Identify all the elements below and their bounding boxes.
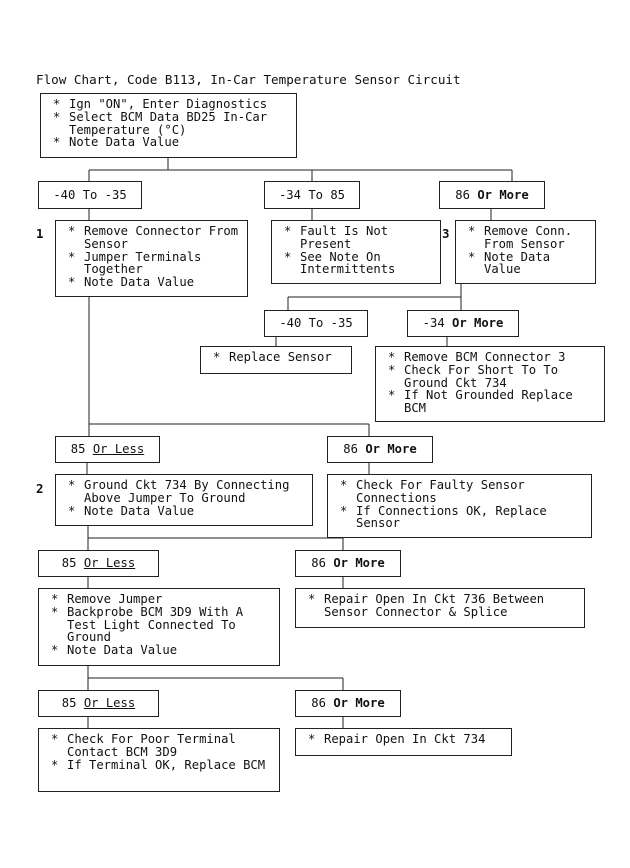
open-736-item: Repair Open In Ckt 736 Between Sensor Co…	[324, 592, 545, 619]
no-fault-item-1: Fault Is Not Present	[300, 224, 389, 251]
replace-sensor-box: *Replace Sensor	[200, 346, 352, 374]
bcm-short-item-2: Check For Short To To Ground Ckt 734	[404, 362, 559, 390]
poor-contact-item-1: Check For Poor Terminal Contact BCM 3D9	[67, 732, 236, 759]
chart-title: Flow Chart, Code B113, In-Car Temperatur…	[36, 72, 461, 87]
range-word: Or More	[333, 696, 385, 711]
step-number-3: 3	[442, 226, 450, 241]
range-num: 86	[455, 187, 470, 202]
range-label: -34 To 85	[278, 187, 346, 202]
repair-open-736-box: *Repair Open In Ckt 736 Between Sensor C…	[295, 588, 585, 628]
jumper-item-2: Backprobe BCM 3D9 With A Test Light Conn…	[67, 604, 244, 645]
step-number-1: 1	[36, 226, 44, 241]
step2-item-2: Note Data Value	[84, 503, 195, 518]
range-word: Or Less	[83, 696, 136, 711]
start-step-3: Note Data Value	[69, 135, 180, 150]
replace-sensor-item: Replace Sensor	[229, 350, 332, 364]
range-num: -34	[422, 316, 445, 331]
range-word: Or More	[477, 187, 529, 202]
poor-contact-item-2: If Terminal OK, Replace BCM	[67, 757, 266, 772]
no-fault-box: *Fault Is Not Present *See Note On Inter…	[271, 220, 441, 284]
bcm-short-box: *Remove BCM Connector 3 *Check For Short…	[375, 346, 605, 422]
poor-contact-box: *Check For Poor Terminal Contact BCM 3D9…	[38, 728, 280, 792]
faulty-conn-item-1: Check For Faulty Sensor Connections	[356, 478, 525, 505]
range-label: -40 To -35	[53, 187, 127, 202]
range-85-or-less-3: 85 Or Less	[38, 690, 159, 717]
range-word: Or More	[451, 316, 504, 331]
sub-range-minus40-minus35: -40 To -35	[264, 310, 368, 337]
faulty-connections-box: *Check For Faulty Sensor Connections *If…	[327, 474, 592, 538]
open-734-item: Repair Open In Ckt 734	[324, 732, 486, 746]
range-86-or-more-2: 86 Or More	[295, 550, 401, 577]
step3-item-1: Remove Conn. From Sensor	[484, 224, 573, 251]
start-box: *Ign "ON", Enter Diagnostics *Select BCM…	[40, 93, 297, 158]
remove-jumper-box: *Remove Jumper *Backprobe BCM 3D9 With A…	[38, 588, 280, 666]
range-num: 86	[311, 556, 326, 571]
step3-box: *Remove Conn. From Sensor *Note Data Val…	[455, 220, 596, 284]
step1-item-1: Remove Connector From Sensor	[84, 224, 239, 251]
range-num: 86	[311, 696, 326, 711]
range-word: Or Less	[83, 556, 136, 571]
range-86-or-more-1: 86 Or More	[327, 436, 433, 463]
step2-box: *Ground Ckt 734 By Connecting Above Jump…	[55, 474, 313, 526]
range-num: 85	[70, 442, 86, 457]
range-minus34-85: -34 To 85	[264, 181, 360, 209]
range-word: Or Less	[92, 442, 145, 457]
sub-range-minus34-or-more: -34 Or More	[407, 310, 519, 337]
start-step-2: Select BCM Data BD25 In-Car Temperature …	[69, 109, 268, 137]
range-minus40-minus35: -40 To -35	[38, 181, 142, 209]
range-word: Or More	[333, 556, 385, 571]
step3-item-2: Note Data Value	[484, 249, 551, 277]
step1-item-3: Note Data Value	[84, 275, 195, 290]
range-num: 85	[61, 556, 77, 571]
step1-item-2: Jumper Terminals Together	[84, 249, 202, 277]
step1-box: *Remove Connector From Sensor *Jumper Te…	[55, 220, 248, 297]
step-number-2: 2	[36, 481, 44, 496]
range-word: Or More	[365, 442, 417, 457]
jumper-item-1: Remove Jumper	[67, 592, 163, 606]
range-label: -40 To -35	[279, 316, 353, 331]
range-86-or-more: 86 Or More	[439, 181, 545, 209]
start-step-1: Ign "ON", Enter Diagnostics	[69, 97, 268, 111]
bcm-short-item-3: If Not Grounded Replace BCM	[404, 388, 573, 416]
faulty-conn-item-2: If Connections OK, Replace Sensor	[356, 503, 547, 531]
range-85-or-less-1: 85 Or Less	[55, 436, 160, 463]
repair-open-734-box: *Repair Open In Ckt 734	[295, 728, 512, 756]
bcm-short-item-1: Remove BCM Connector 3	[404, 350, 566, 364]
range-num: 85	[61, 696, 77, 711]
range-86-or-more-3: 86 Or More	[295, 690, 401, 717]
range-num: 86	[343, 442, 358, 457]
range-85-or-less-2: 85 Or Less	[38, 550, 159, 577]
step2-item-1: Ground Ckt 734 By Connecting Above Jumpe…	[84, 478, 290, 505]
no-fault-item-2: See Note On Intermittents	[300, 249, 396, 277]
jumper-item-3: Note Data Value	[67, 643, 178, 658]
